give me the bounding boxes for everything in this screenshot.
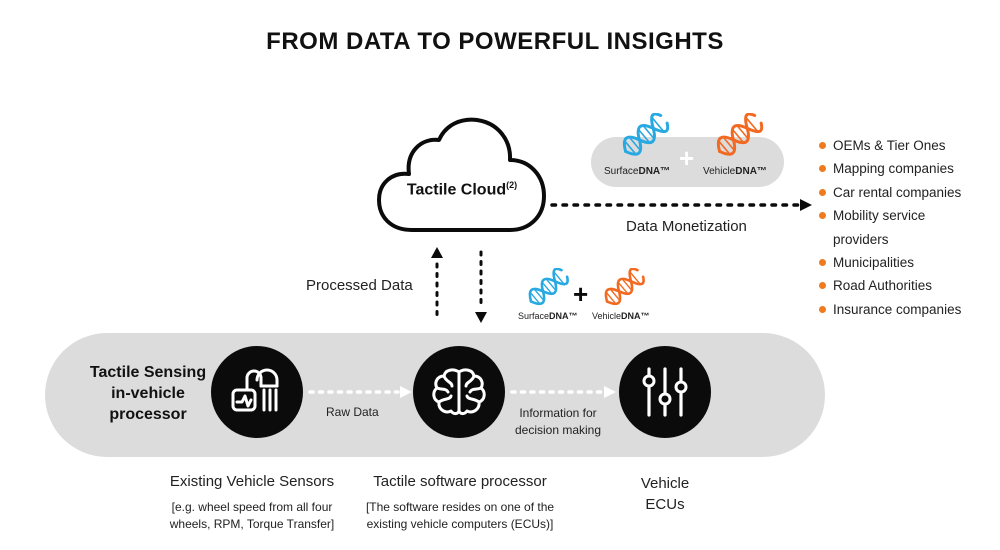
bullet-dot-icon	[819, 282, 826, 290]
info-label: Information for decision making	[508, 405, 608, 439]
surface-dna-prefix: Surface	[604, 166, 639, 177]
brain-icon	[432, 368, 486, 415]
surface-dna-icon	[622, 113, 670, 156]
mid-surface-dna-caption: SurfaceDNA™	[518, 311, 578, 321]
sensing-label: Tactile Sensing in-vehicle processor	[85, 362, 211, 425]
sliders-icon	[642, 367, 688, 417]
cloud-processor-arrows	[431, 247, 487, 323]
sensor-hand-icon	[231, 368, 279, 412]
page-title: FROM DATA TO POWERFUL INSIGHTS	[266, 28, 724, 55]
bullet-dot-icon	[819, 212, 826, 220]
customer-label: Car rental companies	[833, 184, 962, 200]
sensing-line-3: processor	[109, 406, 187, 423]
vehicle-dna-prefix: Vehicle	[703, 166, 736, 177]
ecu-line-1: Vehicle	[640, 475, 690, 492]
mid-surface-suffix: DNA™	[549, 311, 578, 321]
monetization-plus: +	[679, 143, 695, 173]
info-line-1: Information for	[519, 406, 597, 420]
bullet-dot-icon	[819, 305, 826, 313]
mid-vehicle-dna-caption: VehicleDNA™	[592, 311, 650, 321]
customer-label: OEMs & Tier Ones	[833, 138, 946, 153]
monetization-arrow	[550, 199, 812, 211]
cloud-superscript: (2)	[506, 180, 518, 190]
customer-label: providers	[833, 231, 889, 247]
ecu-circle	[619, 346, 711, 438]
customer-label: Road Authorities	[833, 278, 933, 294]
surface-dna-caption: SurfaceDNA™	[604, 166, 670, 177]
mid-surface-prefix: Surface	[518, 311, 550, 321]
bullet-dot-icon	[819, 259, 826, 267]
bullet-dot-icon	[819, 142, 826, 149]
processor-sub-line-2: existing vehicle computers (ECUs)]	[366, 517, 554, 531]
sensors-subtitle: [e.g. wheel speed from all four wheels, …	[152, 499, 352, 533]
mid-surface-dna-icon	[528, 268, 569, 306]
processor-circle	[413, 346, 505, 438]
customer-label: Municipalities	[833, 255, 915, 271]
customer-item: Mapping companies	[819, 157, 961, 180]
raw-data-label: Raw Data	[326, 405, 379, 419]
raw-data-arrow	[308, 386, 412, 398]
customer-item: Car rental companies	[819, 181, 961, 204]
sensors-sub-line-2: wheels, RPM, Torque Transfer]	[169, 517, 335, 531]
info-arrow	[510, 386, 616, 398]
vehicle-dna-icon	[716, 113, 764, 156]
mid-plus: +	[573, 279, 589, 309]
info-line-2: decision making	[514, 423, 602, 437]
vehicle-dna-suffix: DNA™	[735, 166, 767, 177]
customer-item: Municipalities	[819, 251, 961, 274]
bullet-dot-icon	[819, 165, 826, 173]
processor-sub-line-1: [The software resides on one of the	[365, 500, 555, 514]
processor-subtitle: [The software resides on one of the exis…	[350, 499, 570, 533]
ecu-title: Vehicle ECUs	[615, 473, 715, 515]
customer-item: Mobility service	[819, 204, 961, 227]
mid-vehicle-suffix: DNA™	[621, 311, 650, 321]
processor-title: Tactile software processor	[373, 473, 547, 490]
mid-vehicle-dna-icon	[604, 268, 645, 306]
customer-label: Mobility service	[833, 208, 926, 224]
customer-label: Insurance companies	[833, 301, 962, 317]
vehicle-dna-caption: VehicleDNA™	[703, 166, 767, 177]
bullet-dot-icon	[819, 188, 826, 196]
up-arrow-head	[431, 247, 443, 258]
customer-item: Road Authorities	[819, 274, 961, 297]
sensor-circle	[211, 346, 303, 438]
data-monetization-label: Data Monetization	[626, 218, 747, 235]
surface-dna-suffix: DNA™	[638, 166, 671, 177]
sensing-line-2: in-vehicle	[111, 385, 185, 402]
sensors-title: Existing Vehicle Sensors	[169, 473, 335, 490]
customer-item: OEMs & Tier Ones	[819, 134, 961, 157]
cloud-icon	[377, 117, 546, 232]
cloud-label-text: Tactile Cloud	[406, 181, 507, 199]
customer-item-continued: providers	[819, 228, 961, 251]
sensing-line-1: Tactile Sensing	[89, 364, 207, 381]
mid-vehicle-prefix: Vehicle	[592, 311, 622, 321]
customer-label: Mapping companies	[833, 161, 954, 177]
processed-data-label: Processed Data	[306, 277, 413, 294]
customer-item: Insurance companies	[819, 298, 961, 321]
customer-list: OEMs & Tier Ones Mapping companies Car r…	[819, 134, 961, 321]
cloud-label: Tactile Cloud(2)	[376, 180, 548, 199]
down-arrow-head	[475, 312, 487, 323]
ecu-line-2: ECUs	[645, 496, 685, 513]
sensors-sub-line-1: [e.g. wheel speed from all four	[171, 500, 333, 514]
